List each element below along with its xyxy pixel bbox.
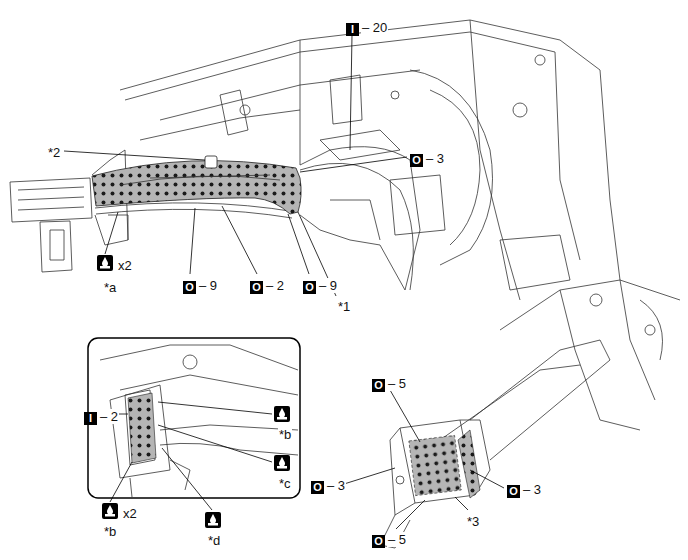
label-holder: – 3 (425, 149, 445, 167)
callout-number: – 2 (265, 278, 285, 293)
label-holder: *b (103, 522, 117, 540)
label-holder: – 2 (99, 407, 119, 425)
label-holder: O (183, 277, 196, 295)
callout-number: – 5 (387, 376, 407, 391)
apron-hole (205, 156, 217, 168)
symbol-letter: I (346, 23, 359, 36)
inset-frame (88, 338, 300, 498)
label-holder: – 5 (387, 374, 407, 392)
rail-sealant (458, 430, 480, 498)
rail-lines (380, 280, 680, 548)
symbol-letter: O (311, 481, 324, 494)
callout-number: x2 (122, 506, 138, 521)
label-holder: – 2 (265, 276, 285, 294)
callout-number: – 9 (198, 278, 218, 293)
callout-number: – 9 (318, 278, 338, 293)
weld-symbol (102, 503, 118, 519)
label-holder: I (346, 19, 359, 37)
callout-number: *a (103, 280, 117, 295)
symbol-letter: I (84, 412, 97, 425)
label-holder: – 9 (318, 276, 338, 294)
sealant-area (92, 161, 301, 214)
label-holder: O (372, 375, 385, 393)
symbol-letter: O (372, 379, 385, 392)
label-holder: *a (103, 278, 117, 296)
callout-number: – 3 (522, 482, 542, 497)
inset-sealant (128, 393, 156, 463)
callout-number: – 20 (361, 20, 388, 35)
leader-lines (64, 35, 504, 529)
symbol-letter: O (372, 535, 385, 548)
label-holder: – 20 (361, 18, 388, 36)
weld-symbol (274, 455, 290, 471)
label-holder: O (410, 150, 423, 168)
label-holder: O (507, 481, 520, 499)
callout-number: *c (278, 476, 292, 491)
weld-symbol (274, 406, 290, 422)
weld-symbol (97, 255, 113, 271)
label-holder: – 9 (198, 276, 218, 294)
label-holder: – 3 (326, 476, 346, 494)
inset-lines (100, 345, 298, 497)
callout-number: – 2 (99, 409, 119, 424)
label-holder: O (250, 277, 263, 295)
callout-number: *1 (337, 299, 351, 314)
callout-number: *b (278, 427, 292, 442)
callout-number: – 5 (387, 532, 407, 547)
callout-number: *3 (466, 514, 480, 529)
label-holder: O (303, 277, 316, 295)
callout-number: *2 (47, 145, 61, 160)
weld-symbol (205, 512, 221, 528)
symbol-letter: O (303, 281, 316, 294)
label-holder: O (311, 477, 324, 495)
label-holder: – 3 (522, 480, 542, 498)
apron-rib (120, 175, 280, 185)
symbol-letter: O (250, 281, 263, 294)
callout-number: – 3 (326, 478, 346, 493)
label-holder: *1 (337, 297, 351, 315)
label-holder: I (84, 408, 97, 426)
label-holder: – 5 (387, 530, 407, 548)
symbol-letter: O (183, 281, 196, 294)
upper-body-lines (10, 20, 620, 300)
symbol-letter: O (410, 154, 423, 167)
label-holder: O (372, 531, 385, 549)
callout-number: *b (103, 524, 117, 539)
label-holder: x2 (122, 504, 138, 522)
rail-sealant (409, 435, 461, 495)
callout-number: x2 (117, 258, 133, 273)
label-holder: *2 (47, 143, 61, 161)
label-holder: *d (207, 531, 221, 549)
label-holder: *3 (466, 512, 480, 530)
callout-number: – 3 (425, 151, 445, 166)
label-holder: x2 (117, 256, 133, 274)
label-holder: *c (278, 474, 292, 492)
callout-number: *d (207, 533, 221, 548)
symbol-letter: O (507, 485, 520, 498)
label-holder: *b (278, 425, 292, 443)
